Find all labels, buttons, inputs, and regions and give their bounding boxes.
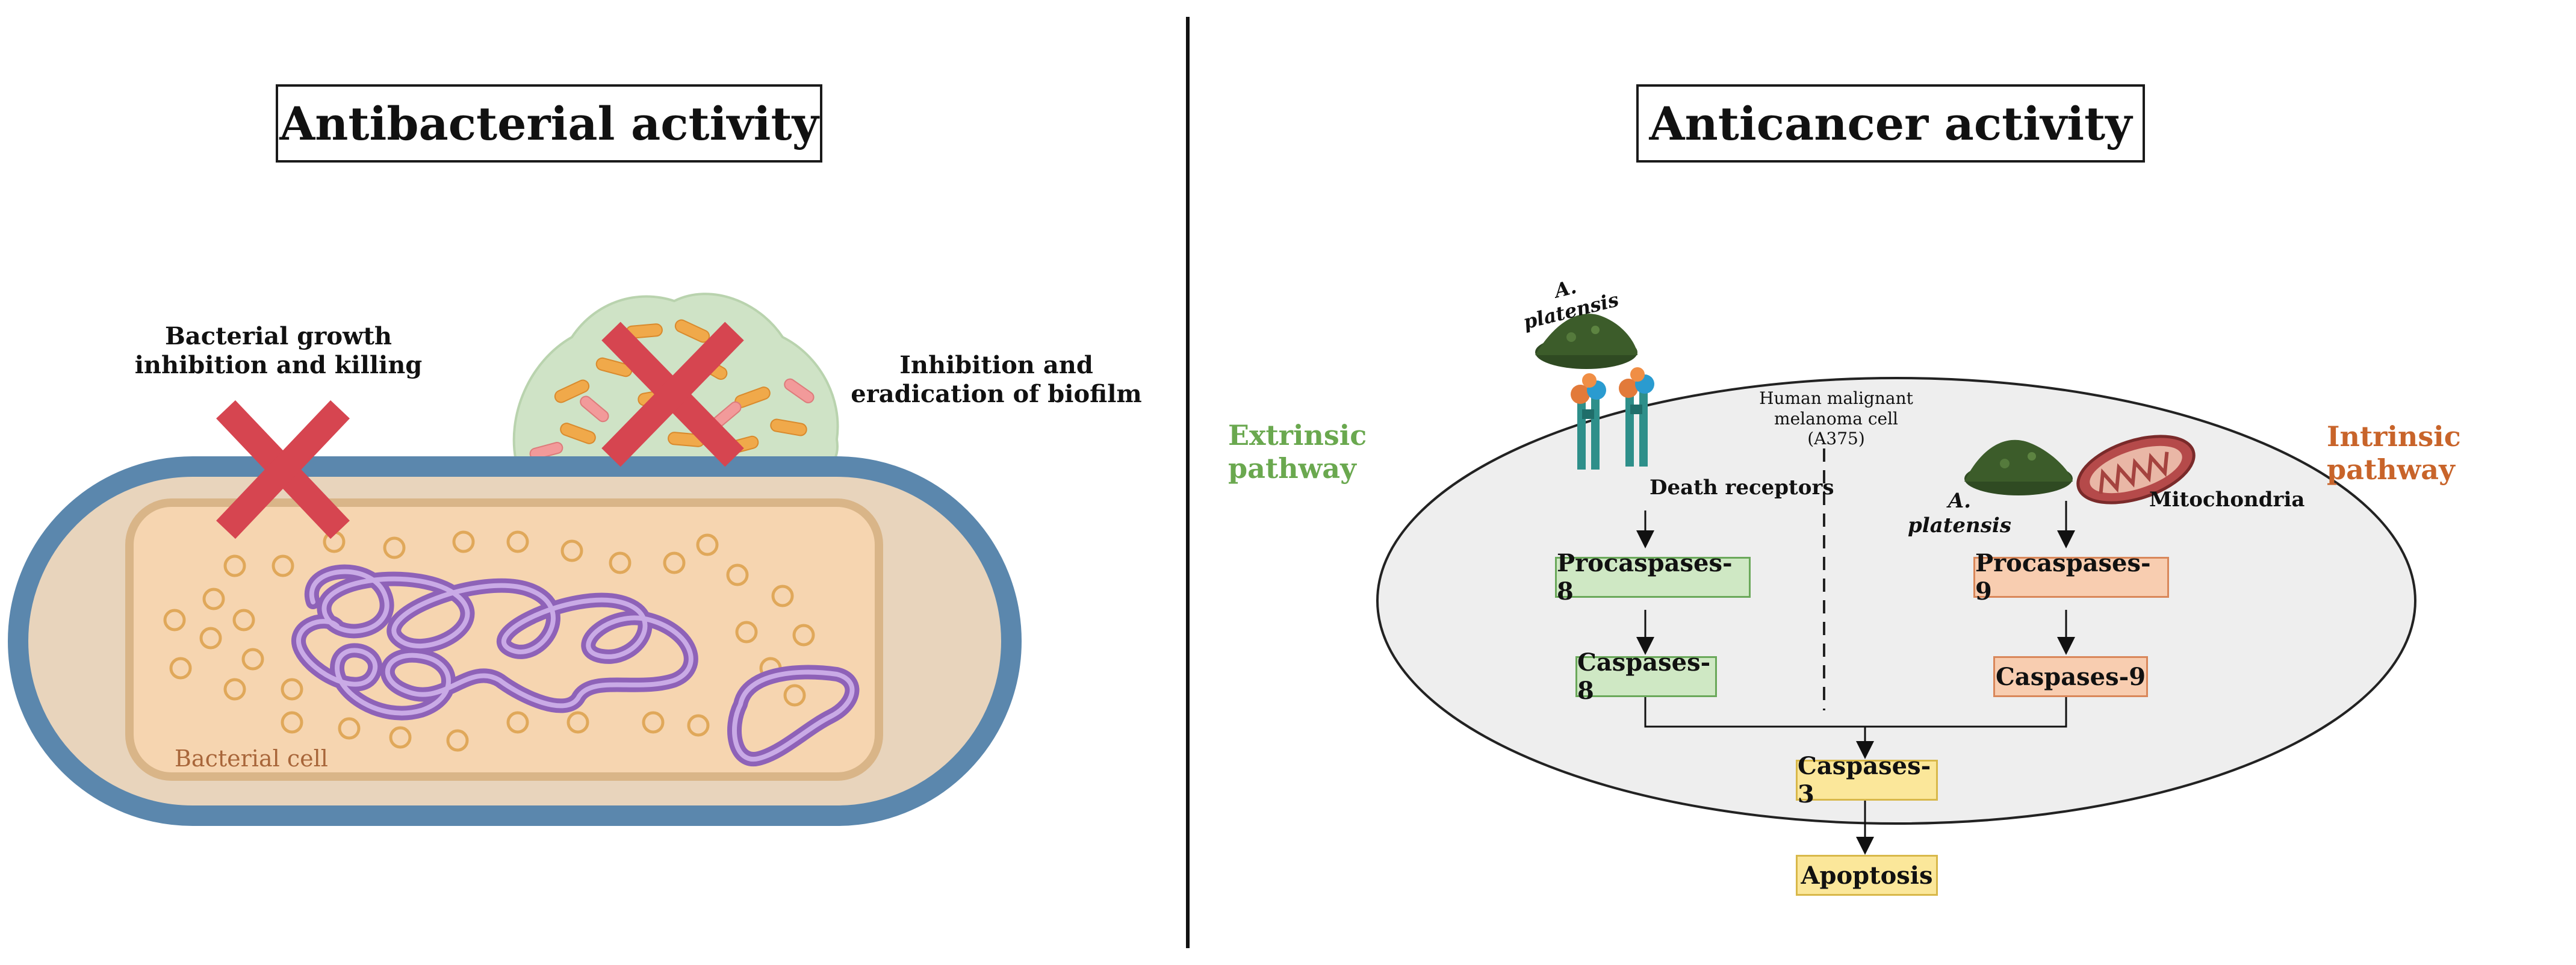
growth-inhibition-label-line1: Bacterial growth [164,322,393,350]
caspase-3-box: Caspases-3 [1796,752,1938,808]
bacterial-cell-label: Bacterial cell [175,745,328,772]
caspase-8-box: Caspases-8 [1575,648,1717,705]
cancer-cell-label-line2: melanoma cell (A375) [1774,408,1898,449]
cross-biofilm-icon [601,321,744,467]
anticancer-title: Anticancer activity [1636,84,2145,163]
apoptosis-box: Apoptosis [1796,855,1938,896]
intrinsic-pathway-label: Intrinsic pathway [2327,420,2461,486]
procaspase-9-box: Procaspases-9 [1973,549,2169,606]
mitochondria-label: Mitochondria [2149,488,2305,512]
procaspase-8-box: Procaspases-8 [1555,549,1751,606]
pathway-arrows [1636,501,2075,855]
platensis-powder-right [1964,439,2073,495]
biofilm-label-line2: eradication of biofilm [851,380,1142,408]
caspase-9-box: Caspases-9 [1993,656,2148,697]
dna-nucleoid-highlight [296,569,855,762]
growth-inhibition-label-line2: inhibition and killing [134,351,423,379]
cancer-cell-label: Human malignant melanoma cell (A375) [1743,388,1929,449]
platensis-powder-top [1535,314,1637,369]
cancer-cell-label-line1: Human malignant [1759,388,1913,408]
biofilm-label: Inhibition and eradication of biofilm [843,351,1150,409]
bacterium-illustration [8,293,1022,826]
biofilm-label-line1: Inhibition and [899,351,1093,379]
platensis-right-label: A. platensis [1908,489,2011,538]
mitochondria-icon [2076,435,2196,504]
extrinsic-pathway-label: Extrinsic pathway [1228,419,1367,485]
growth-inhibition-label: Bacterial growth inhibition and killing [108,322,448,380]
death-receptors-icon [1571,367,1654,470]
cross-growth-icon [216,400,350,539]
death-receptors-label: Death receptors [1650,476,1834,500]
antibacterial-title: Antibacterial activity [276,84,822,163]
